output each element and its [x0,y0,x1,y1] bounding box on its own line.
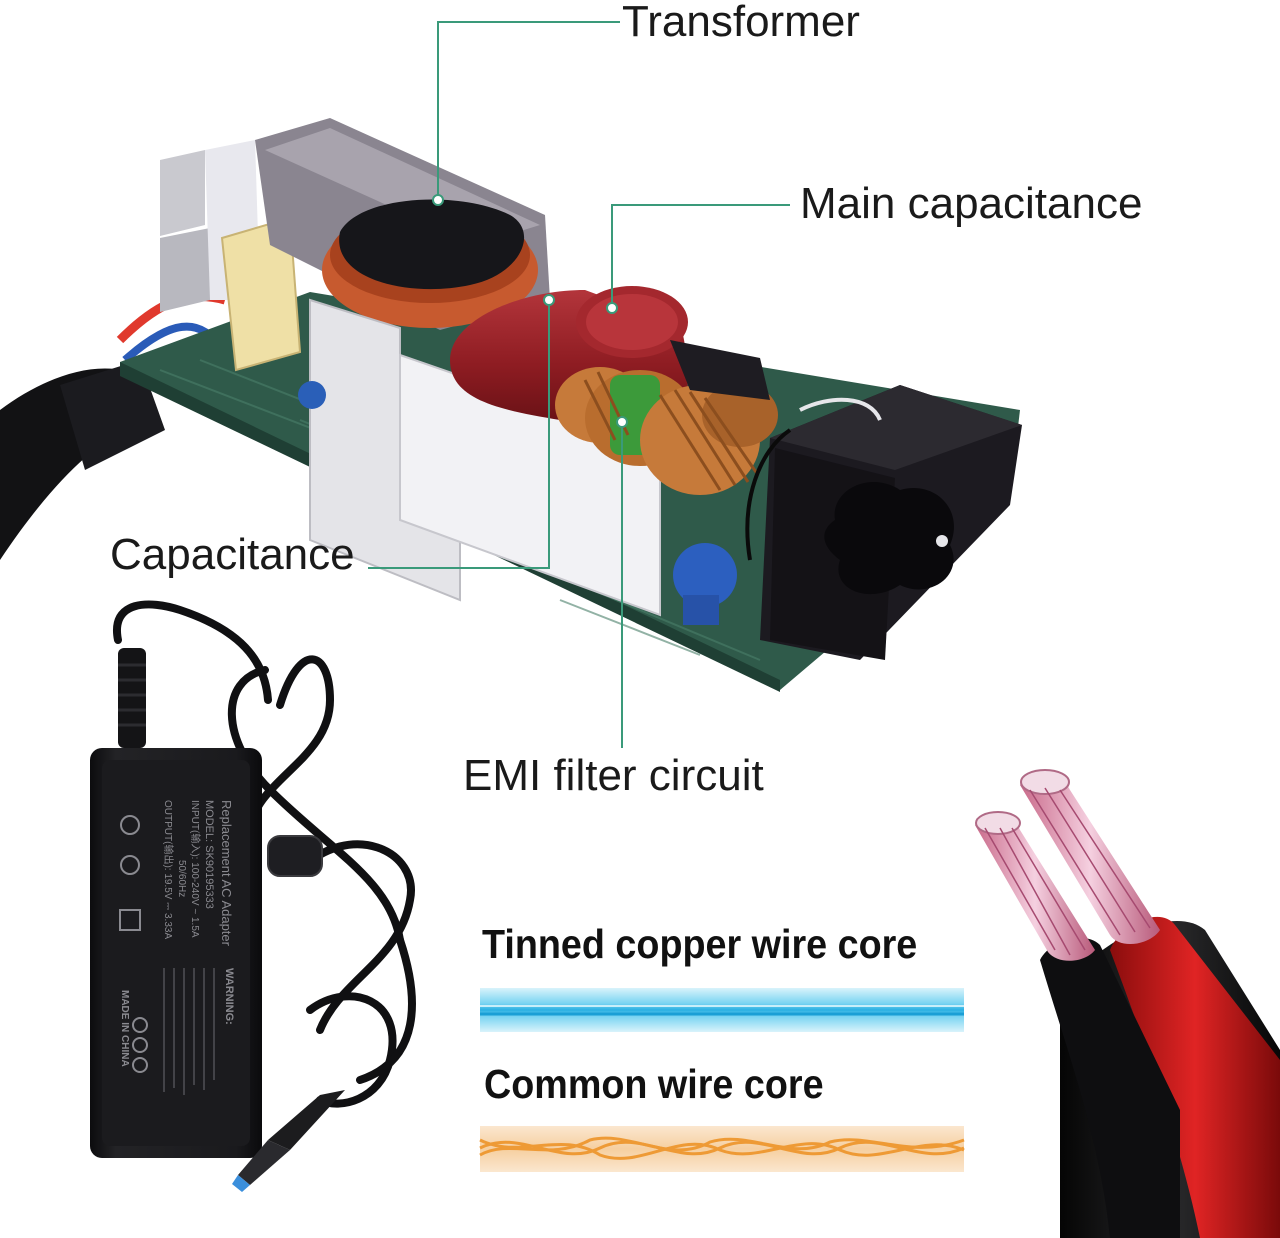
leader-capacitance [368,303,550,569]
output-pins [160,140,260,312]
cord-strain-relief [118,648,146,748]
transformer-cap [339,199,525,290]
black-component [670,340,770,400]
adapter-warning: WARNING: [223,968,235,1025]
adapter-origin: MADE IN CHINA [119,990,130,1067]
dc-plug [232,1090,345,1192]
black-conductor [1040,937,1180,1238]
dc-cable-strain-relief [60,360,165,470]
label-tinned-copper: Tinned copper wire core [482,921,918,967]
leader-emi-filter-dot [616,416,628,428]
tinned-wire-swatch [480,988,964,1032]
ac-adapter [90,600,416,1192]
cable-cross-section [975,769,1280,1238]
power-supply-board [0,118,1022,692]
ac-socket [745,385,1022,660]
red-conductor [1110,916,1280,1238]
leader-transformer-dot [432,194,444,206]
blue-capacitor-right [673,543,737,607]
adapter-label: Replacement AC Adapter MODEL: SK90195333… [119,800,235,1095]
adapter-warning-lines [163,968,215,1095]
label-transformer: Transformer [622,0,860,46]
velcro-tie [267,835,323,877]
label-emi-filter: EMI filter circuit [463,751,764,800]
adapter-label-panel [102,760,250,1146]
adapter-output: OUTPUT(输出): 19.5V ⎓ 3.33A [162,800,175,939]
adapter-model: MODEL: SK90195333 [203,800,215,909]
adapter-cord [112,600,416,1108]
certification-marks [119,815,148,1073]
callout-leaders [368,21,790,748]
leader-transformer [437,21,620,198]
adapter-frequency: 50/60Hz [176,860,187,897]
common-wire-swatch [479,1126,965,1172]
blue-capacitor-leg [683,595,719,625]
copper-strands [975,769,1160,961]
leader-main-capacitance [611,204,790,305]
adapter-product: Replacement AC Adapter [219,800,234,947]
label-main-capacitance: Main capacitance [800,179,1143,228]
leader-main-capacitance-dot [606,302,618,314]
label-common-wire: Common wire core [484,1061,824,1107]
blue-capacitor-left [298,381,326,409]
leader-capacitance-dot [543,294,555,306]
strain-relief-ribs [118,663,146,727]
adapter-input: INPUT(输入): 100-240V ~ 1.5A [189,800,202,938]
label-capacitance: Capacitance [110,530,355,579]
